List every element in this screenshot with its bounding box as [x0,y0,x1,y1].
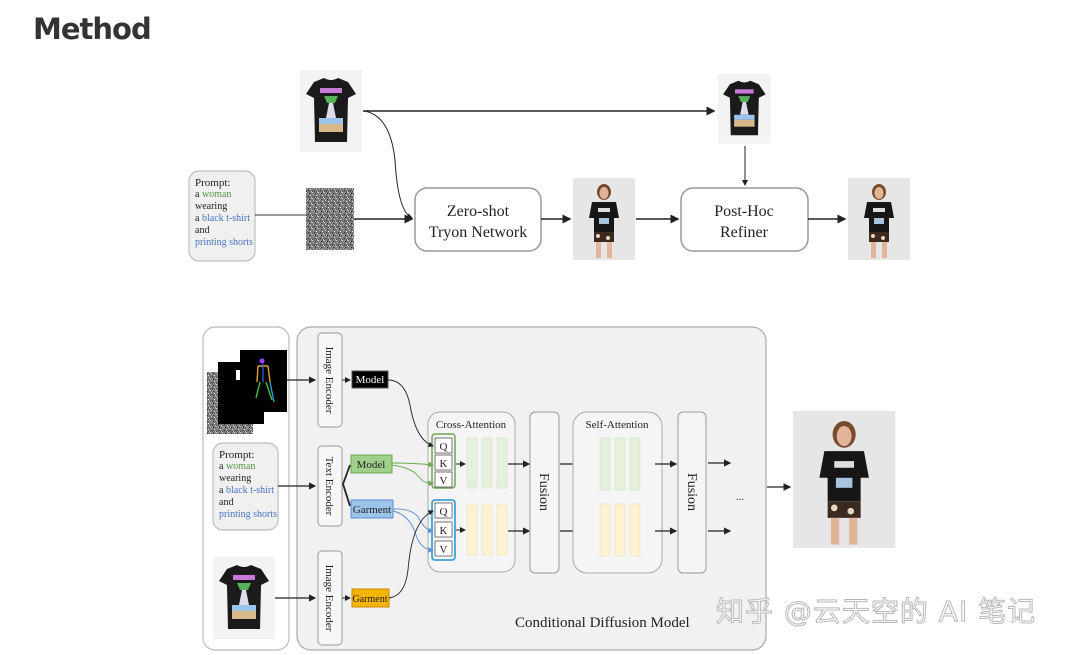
fusion-block-2 [677,411,707,574]
cross-attn-yellow-bar-1 [466,504,478,556]
prompt-top-line: printing shorts [195,237,253,249]
garment-text-token-label: Garment [353,504,391,516]
model-image-token [351,370,389,389]
noise-image-top [306,188,354,250]
image-encoder-top-label: Image Encoder [323,347,335,414]
cross-attn-green-bar-2 [481,437,493,489]
qkv-blue-v-box [434,540,453,557]
qkv-group-green [431,433,456,489]
connector-model-image-to-q [387,379,434,448]
qkv-green-v-label: V [440,475,448,487]
garment-image-token-label: Garment [353,594,388,605]
page-title: Method [33,12,152,46]
garment-reference-image [718,74,771,144]
watermark: 知乎 @云天空的 AI 笔记 [715,595,1037,629]
fusion-block-1 [529,411,560,574]
cross-attn-yellow-bar-2 [481,504,493,556]
refiner-label-2: Refiner [720,224,769,241]
tryon-network-label-2: Tryon Network [429,224,528,241]
prompt-top-line: a black t-shirt [195,213,250,224]
garment-image-bottom [213,557,275,639]
cross-attention-label: Cross-Attention [436,419,507,431]
prompt-bottom-line: a black t-shirt [219,485,274,496]
arrow-garment-to-tryon [363,110,413,219]
self-attn-green-bar-2 [614,437,626,491]
prompt-bottom-line: a woman [219,461,256,472]
cross-attn-green-bar-1 [466,437,478,489]
garment-input-image [300,70,362,152]
prompt-header-top: Prompt: [195,177,231,189]
text-encoder-label: Text Encoder [323,457,335,516]
self-attention-label: Self-Attention [586,419,649,431]
bottom-architecture: Conditional Diffusion Model Image Encode… [202,326,896,651]
final-output-image [848,178,910,260]
model-text-token [350,454,393,474]
tryon-network-label-1: Zero-shot [447,203,510,220]
ellipsis-label: ... [736,491,745,503]
self-attn-yellow-bar-1 [599,503,611,557]
condition-images-stack [207,350,287,434]
text-encoder [317,445,343,527]
self-attn-green-bar-3 [629,437,641,491]
tryon-output-image [573,178,635,260]
prompt-bottom-highlight: woman [225,461,256,472]
self-attn-green-bar-1 [599,437,611,491]
qkv-green-q-box [434,437,453,454]
prompt-bottom-line: wearing [219,473,252,484]
fusion-label-2: Fusion [684,473,699,511]
qkv-blue-v-label: V [440,544,448,556]
qkv-green-k-label: K [440,458,448,470]
image-encoder-bottom-label: Image Encoder [323,565,335,632]
qkv-green-v-box [434,471,453,488]
self-attn-yellow-bar-2 [614,503,626,557]
prompt-top-line: wearing [195,201,228,212]
prompt-top-line: a woman [195,189,232,200]
diffusion-model-label: Conditional Diffusion Model [515,615,690,631]
qkv-green-k-box [434,454,453,471]
model-image-token-label: Model [356,374,385,386]
cross-attn-yellow-bar-3 [496,504,508,556]
prompt-bottom-highlight: printing shorts [219,509,278,520]
prompt-top-line: and [195,225,210,236]
top-pipeline: Zero-shot Tryon Network Post-Hoc Refiner [188,70,910,262]
qkv-blue-k-box [434,521,453,538]
model-text-token-label: Model [357,459,386,471]
fusion-label-1: Fusion [536,473,551,511]
prompt-bottom-line: and [219,497,234,508]
output-image-bottom [793,411,896,548]
prompt-header-bottom: Prompt: [219,449,255,461]
qkv-blue-k-label: K [440,525,448,537]
cross-attn-green-bar-3 [496,437,508,489]
prompt-bottom-line: printing shorts [219,509,277,521]
prompt-bottom-highlight: black t-shirt [225,485,274,496]
prompt-top-highlight: printing shorts [195,237,254,248]
qkv-blue-q-label: Q [440,506,448,518]
qkv-blue-q-box [434,502,453,519]
refiner-label-1: Post-Hoc [714,203,774,220]
qkv-green-q-label: Q [440,441,448,453]
connector-garment-image-to-q [388,510,434,599]
prompt-top-highlight: black t-shirt [201,213,250,224]
self-attn-yellow-bar-3 [629,503,641,557]
prompt-box-top [188,170,256,262]
connector-garment-text-to-k [392,508,434,534]
connector-model-text-to-v [391,464,434,487]
connector-garment-text-to-v [392,510,434,553]
connector-model-text-to-k [391,461,434,468]
prompt-top-highlight: woman [201,189,232,200]
